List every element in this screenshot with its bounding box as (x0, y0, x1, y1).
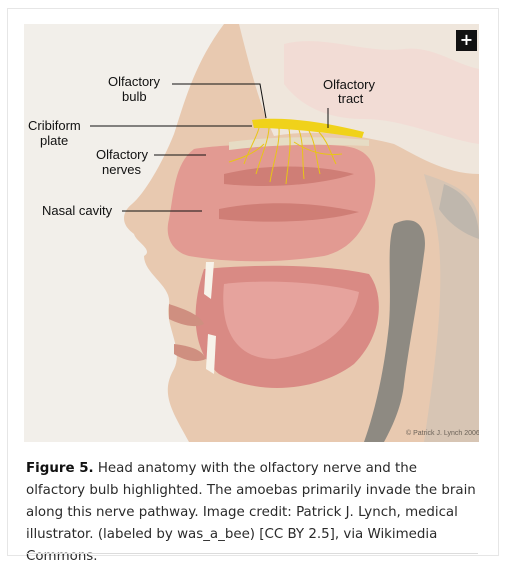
cribiform-plate-label: Cribiform (28, 118, 81, 133)
olfactory-tract-label-line2: tract (338, 91, 364, 106)
plus-icon: + (459, 30, 474, 49)
divider (26, 553, 478, 554)
cribiform-plate-label-line2: plate (40, 133, 68, 148)
olfactory-tract-label: Olfactory (323, 77, 376, 92)
figure-caption-text: Head anatomy with the olfactory nerve an… (26, 461, 476, 564)
nasal-cavity-label: Nasal cavity (42, 203, 113, 218)
olfactory-bulb-label: Olfactory (108, 74, 161, 89)
figure-caption: Figure 5. Head anatomy with the olfactor… (26, 458, 478, 568)
olfactory-bulb-label-line2: bulb (122, 89, 147, 104)
head-anatomy-illustration: Olfactory bulb Olfactory tract Cribiform… (24, 24, 479, 442)
expand-image-button[interactable]: + (456, 30, 477, 51)
olfactory-nerves-label: Olfactory (96, 147, 149, 162)
figure-caption-label: Figure 5. (26, 461, 94, 476)
olfactory-nerves-label-line2: nerves (102, 162, 142, 177)
copyright-watermark: © Patrick J. Lynch 2006 (406, 429, 479, 437)
